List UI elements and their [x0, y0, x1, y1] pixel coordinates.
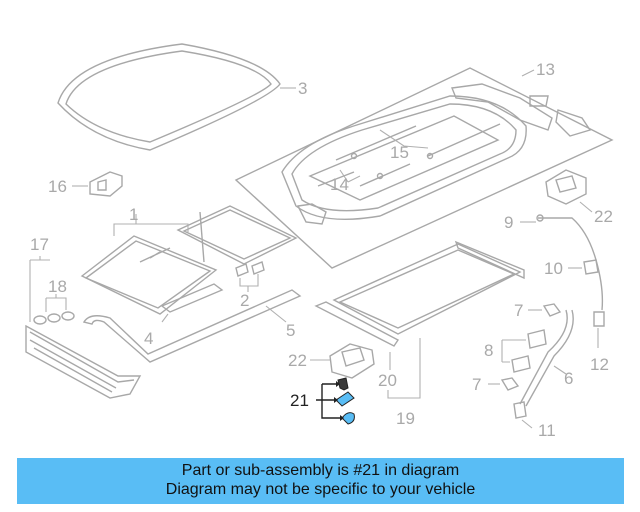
- leader-8: [501, 339, 526, 363]
- banner-line-2: Diagram may not be specific to your vehi…: [165, 481, 476, 498]
- leader-18: [45, 294, 67, 312]
- leader-14: [339, 169, 361, 183]
- callout-19: 19: [396, 409, 415, 428]
- callout-5: 5: [286, 321, 295, 340]
- callout-3: 3: [298, 79, 307, 98]
- callout-12: 12: [590, 355, 609, 374]
- part-22-motor-left: [329, 343, 375, 379]
- leader-21: [316, 383, 340, 419]
- callout-20: 20: [378, 371, 397, 390]
- part-14-rails: [317, 163, 411, 187]
- callout-4: 4: [144, 329, 153, 348]
- part-4-strip: [160, 283, 224, 313]
- leader-21-arrows: [334, 381, 344, 421]
- part-20-strip: [314, 301, 400, 347]
- part-12-grommet: [593, 311, 605, 327]
- callout-16: 16: [48, 177, 67, 196]
- leader-15: [379, 129, 429, 149]
- callout-14: 14: [330, 175, 349, 194]
- callout-8: 8: [484, 341, 493, 360]
- leader-11: [521, 419, 533, 429]
- part-10-connector: [583, 259, 599, 275]
- part-19-sunshade: [332, 240, 525, 335]
- part-1-glass: [80, 205, 298, 315]
- part-2-brackets: [235, 261, 265, 277]
- banner-line-1: Part or sub-assembly is #21 in diagram: [181, 462, 460, 479]
- callout-7b: 7: [472, 375, 481, 394]
- callout-17: 17: [30, 235, 49, 254]
- callout-13: 13: [536, 60, 555, 79]
- callout-22b: 22: [594, 207, 613, 226]
- leader-17: [29, 256, 50, 322]
- callout-18: 18: [48, 277, 67, 296]
- leader-2: [239, 274, 259, 292]
- part-18-clips: [33, 311, 75, 325]
- leader-13: [521, 69, 535, 77]
- leader-22b: [579, 201, 593, 213]
- callout-10: 10: [544, 259, 563, 278]
- part-7-clip-upper: [542, 303, 562, 317]
- part-6-tube: [519, 309, 574, 407]
- part-5-seal: [82, 289, 302, 363]
- part-11-clip: [513, 401, 527, 419]
- callout-11: 11: [538, 421, 556, 440]
- callout-21: 21: [290, 391, 309, 410]
- callout-7a: 7: [514, 301, 523, 320]
- part-3-seal: [57, 43, 281, 151]
- part-17-mesh: [25, 324, 142, 399]
- leader-1: [113, 214, 189, 236]
- callout-6: 6: [564, 369, 573, 388]
- leader-6: [553, 365, 567, 375]
- part-15-rails: [335, 123, 501, 161]
- part-22-motor-right: [545, 169, 587, 205]
- callout-2: 2: [240, 291, 249, 310]
- part-21-hardware: [335, 377, 355, 425]
- part-7-clip-lower: [500, 377, 520, 391]
- callout-22a: 22: [288, 351, 307, 370]
- info-banner: Part or sub-assembly is #21 in diagram D…: [17, 458, 624, 504]
- callout-15: 15: [390, 143, 409, 162]
- leader-19: [387, 338, 421, 399]
- leader-5: [265, 305, 287, 323]
- parts-diagram: 3 13 15 14 16: [25, 43, 614, 440]
- leader-4: [161, 313, 169, 323]
- callout-9: 9: [504, 213, 513, 232]
- part-13-frame: [234, 67, 614, 269]
- callout-1: 1: [129, 205, 138, 224]
- part-16-bracket: [89, 171, 123, 197]
- part-8-brackets: [511, 329, 547, 373]
